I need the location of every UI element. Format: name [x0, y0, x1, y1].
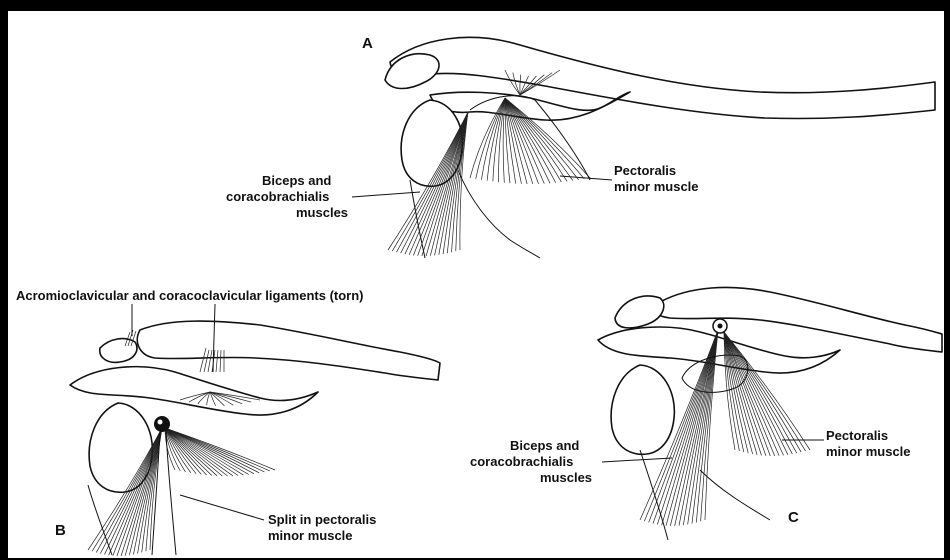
- panel-c-acromion: [615, 296, 664, 328]
- muscle-fiber: [165, 428, 249, 474]
- panel-a-letter: A: [362, 35, 373, 52]
- panel-c-biceps-leader: [602, 458, 672, 462]
- panel-a-biceps-label-3: muscles: [296, 205, 348, 220]
- panel-c-displaced-coracoid: Biceps and coracobrachialis muscles Pect…: [470, 287, 942, 540]
- panel-b-split-leader: [180, 495, 264, 520]
- panel-b-acromion: [100, 339, 137, 363]
- panel-a-biceps-label-2: coracobrachialis: [226, 189, 329, 204]
- panel-b-ligaments-label: Acromioclavicular and coracoclavicular l…: [16, 288, 364, 303]
- panel-b-torn-ligaments: Acromioclavicular and coracoclavicular l…: [16, 288, 440, 556]
- panel-c-letter: C: [788, 509, 799, 526]
- panel-c-humeral-head: [611, 365, 674, 454]
- panel-b-clavicle: [137, 321, 440, 380]
- panel-c-coracoid-tip-center: [718, 324, 723, 329]
- panel-c-biceps-label-3: muscles: [540, 470, 592, 485]
- panel-b-scapula: [70, 367, 318, 415]
- muscle-fiber: [165, 428, 212, 475]
- muscle-fiber: [165, 428, 233, 476]
- panel-b-coracoid-tip-highlight: [158, 420, 163, 425]
- panel-a-biceps-label-1: Biceps and: [262, 173, 331, 188]
- panel-b-split-label-2: minor muscle: [268, 528, 353, 543]
- panel-a-pectoralis-leader: [560, 176, 612, 180]
- panel-c-biceps-label-1: Biceps and: [510, 438, 579, 453]
- muscle-fiber: [165, 428, 238, 475]
- panel-c-pectoralis-label-1: Pectoralis: [826, 428, 888, 443]
- panel-b-coracoid-tip: [154, 416, 170, 432]
- panel-c-biceps-label-2: coracobrachialis: [470, 454, 573, 469]
- panel-a-normal-shoulder: A Biceps and coracobrachialis muscles Pe…: [226, 35, 935, 258]
- panel-c-pectoralis-label-2: minor muscle: [826, 444, 911, 459]
- panel-b-split-label-1: Split in pectoralis: [268, 512, 376, 527]
- panel-a-biceps-leader: [352, 192, 420, 197]
- panel-c-scapula: [598, 327, 840, 373]
- panel-b-letter: B: [55, 522, 66, 539]
- panel-a-pectoralis-label-1: Pectoralis: [614, 163, 676, 178]
- panel-a-pectoralis-label-2: minor muscle: [614, 179, 699, 194]
